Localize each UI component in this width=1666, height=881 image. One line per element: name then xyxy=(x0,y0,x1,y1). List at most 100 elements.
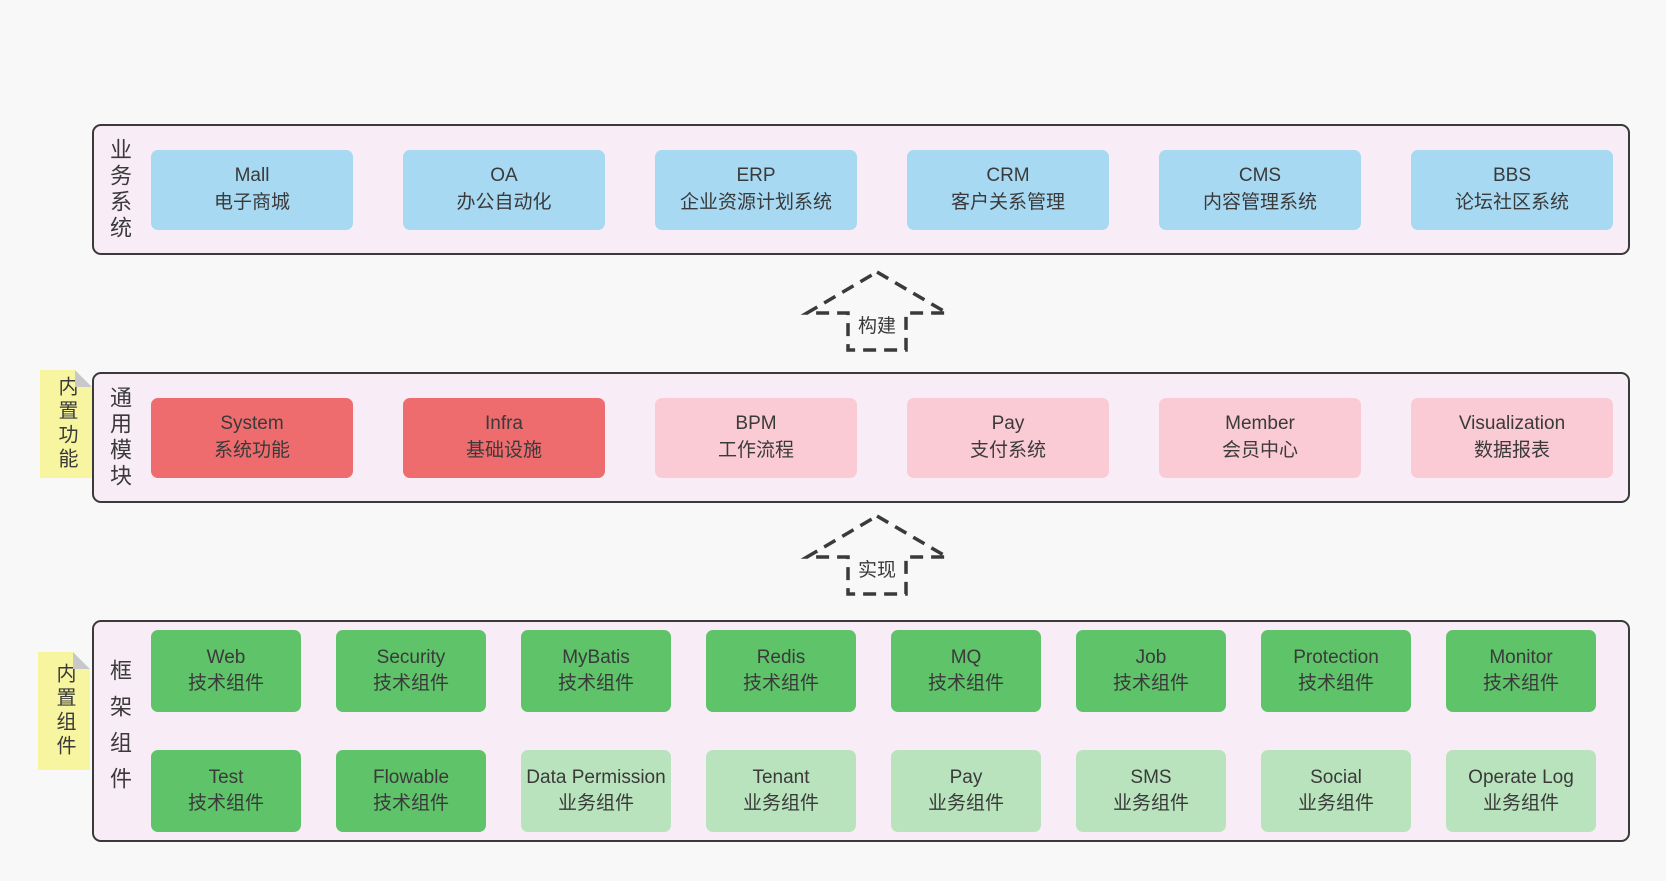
box-subtitle: 技术组件 xyxy=(1112,672,1189,694)
box-subtitle: 业务组件 xyxy=(742,793,819,815)
box-title: Flowable xyxy=(372,767,450,789)
box-title: Protection xyxy=(1293,646,1379,668)
box-oa: OA 办公自动化 xyxy=(403,149,605,230)
sticky-note-built-in-components: 内置组件 xyxy=(38,652,90,770)
arrow-build-label: 构建 xyxy=(853,309,901,340)
box-subtitle: 技术组件 xyxy=(927,672,1004,694)
folded-corner-icon xyxy=(73,652,90,669)
box-pay: Pay 支付系统 xyxy=(907,397,1109,478)
box-subtitle: 业务组件 xyxy=(927,793,1004,815)
box-job: Job 技术组件 xyxy=(1076,629,1226,712)
box-pay: Pay 业务组件 xyxy=(891,750,1041,833)
box-subtitle: 论坛社区系统 xyxy=(1454,191,1569,213)
band-label-business-systems: 业务系统 xyxy=(107,137,132,242)
box-subtitle: 系统功能 xyxy=(213,439,290,461)
box-subtitle: 业务组件 xyxy=(1112,793,1189,815)
box-title: ERP xyxy=(736,165,776,187)
box-subtitle: 技术组件 xyxy=(187,793,264,815)
band-business-systems: 业务系统 Mall 电子商城 OA 办公自动化 ERP 企业资源计划系统 CRM 客户关系管理… xyxy=(92,124,1630,255)
box-title: Test xyxy=(208,767,244,789)
box-title: Mall xyxy=(234,165,270,187)
box-subtitle: 业务组件 xyxy=(1482,793,1559,815)
box-test: Test 技术组件 xyxy=(151,750,301,833)
box-mq: MQ 技术组件 xyxy=(891,629,1041,712)
arrow-implement-label: 实现 xyxy=(853,553,901,584)
folded-corner-icon xyxy=(75,370,92,387)
sticky-note-label: 内置组件 xyxy=(53,663,75,759)
arrow-implement: 实现 xyxy=(800,513,954,597)
box-operate-log: Operate Log 业务组件 xyxy=(1446,750,1596,833)
box-web: Web 技术组件 xyxy=(151,629,301,712)
box-social: Social 业务组件 xyxy=(1261,750,1411,833)
box-subtitle: 企业资源计划系统 xyxy=(679,191,832,213)
box-subtitle: 业务组件 xyxy=(1297,793,1374,815)
box-title: Member xyxy=(1225,413,1295,435)
box-subtitle: 电子商城 xyxy=(213,191,290,213)
box-title: SMS xyxy=(1130,767,1172,789)
box-bbs: BBS 论坛社区系统 xyxy=(1411,149,1613,230)
sticky-note-built-in-features: 内置功能 xyxy=(40,370,92,478)
box-title: BBS xyxy=(1492,165,1532,187)
box-subtitle: 客户关系管理 xyxy=(950,191,1065,213)
box-title: System xyxy=(220,413,284,435)
box-subtitle: 技术组件 xyxy=(742,672,819,694)
box-subtitle: 工作流程 xyxy=(717,439,794,461)
box-subtitle: 数据报表 xyxy=(1473,439,1550,461)
box-title: CRM xyxy=(986,165,1030,187)
box-title: BPM xyxy=(735,413,777,435)
box-subtitle: 技术组件 xyxy=(372,793,449,815)
box-monitor: Monitor 技术组件 xyxy=(1446,629,1596,712)
dashed-up-arrow-icon xyxy=(800,513,954,596)
box-subtitle: 技术组件 xyxy=(187,672,264,694)
box-visualization: Visualization 数据报表 xyxy=(1411,397,1613,478)
box-title: Web xyxy=(206,646,246,668)
box-title: Pay xyxy=(949,767,983,789)
box-redis: Redis 技术组件 xyxy=(706,629,856,712)
box-subtitle: 技术组件 xyxy=(1482,672,1559,694)
box-subtitle: 办公自动化 xyxy=(456,191,552,213)
box-title: Redis xyxy=(756,646,806,668)
box-subtitle: 内容管理系统 xyxy=(1202,191,1317,213)
sticky-note-label: 内置功能 xyxy=(55,376,77,472)
arrow-build: 构建 xyxy=(800,269,954,353)
box-title: CMS xyxy=(1238,165,1282,187)
box-bpm: BPM 工作流程 xyxy=(655,397,857,478)
box-sms: SMS 业务组件 xyxy=(1076,750,1226,833)
box-title: OA xyxy=(490,165,518,187)
band-label-framework-components: 框架组件 xyxy=(107,659,132,803)
box-mall: Mall 电子商城 xyxy=(151,149,353,230)
box-subtitle: 技术组件 xyxy=(1297,672,1374,694)
box-subtitle: 基础设施 xyxy=(465,439,542,461)
box-protection: Protection 技术组件 xyxy=(1261,629,1411,712)
box-title: Monitor xyxy=(1489,646,1553,668)
box-title: MyBatis xyxy=(562,646,630,668)
box-title: Tenant xyxy=(752,767,810,789)
box-subtitle: 会员中心 xyxy=(1221,439,1298,461)
box-title: Visualization xyxy=(1458,413,1566,435)
box-title: Social xyxy=(1310,767,1362,789)
box-system: System 系统功能 xyxy=(151,397,353,478)
box-erp: ERP 企业资源计划系统 xyxy=(655,149,857,230)
box-data-permission: Data Permission 业务组件 xyxy=(521,750,671,833)
box-title: Security xyxy=(376,646,446,668)
box-title: Operate Log xyxy=(1468,767,1574,789)
box-title: Pay xyxy=(991,413,1025,435)
box-subtitle: 业务组件 xyxy=(557,793,634,815)
box-crm: CRM 客户关系管理 xyxy=(907,149,1109,230)
box-title: Data Permission xyxy=(526,767,666,789)
business-system-boxes: Mall 电子商城 OA 办公自动化 ERP 企业资源计划系统 CRM 客户关系管理 CMS 内容… xyxy=(151,149,1615,230)
box-tenant: Tenant 业务组件 xyxy=(706,750,856,833)
box-title: MQ xyxy=(950,646,982,668)
box-title: Job xyxy=(1135,646,1167,668)
box-subtitle: 支付系统 xyxy=(969,439,1046,461)
box-member: Member 会员中心 xyxy=(1159,397,1361,478)
box-flowable: Flowable 技术组件 xyxy=(336,750,486,833)
